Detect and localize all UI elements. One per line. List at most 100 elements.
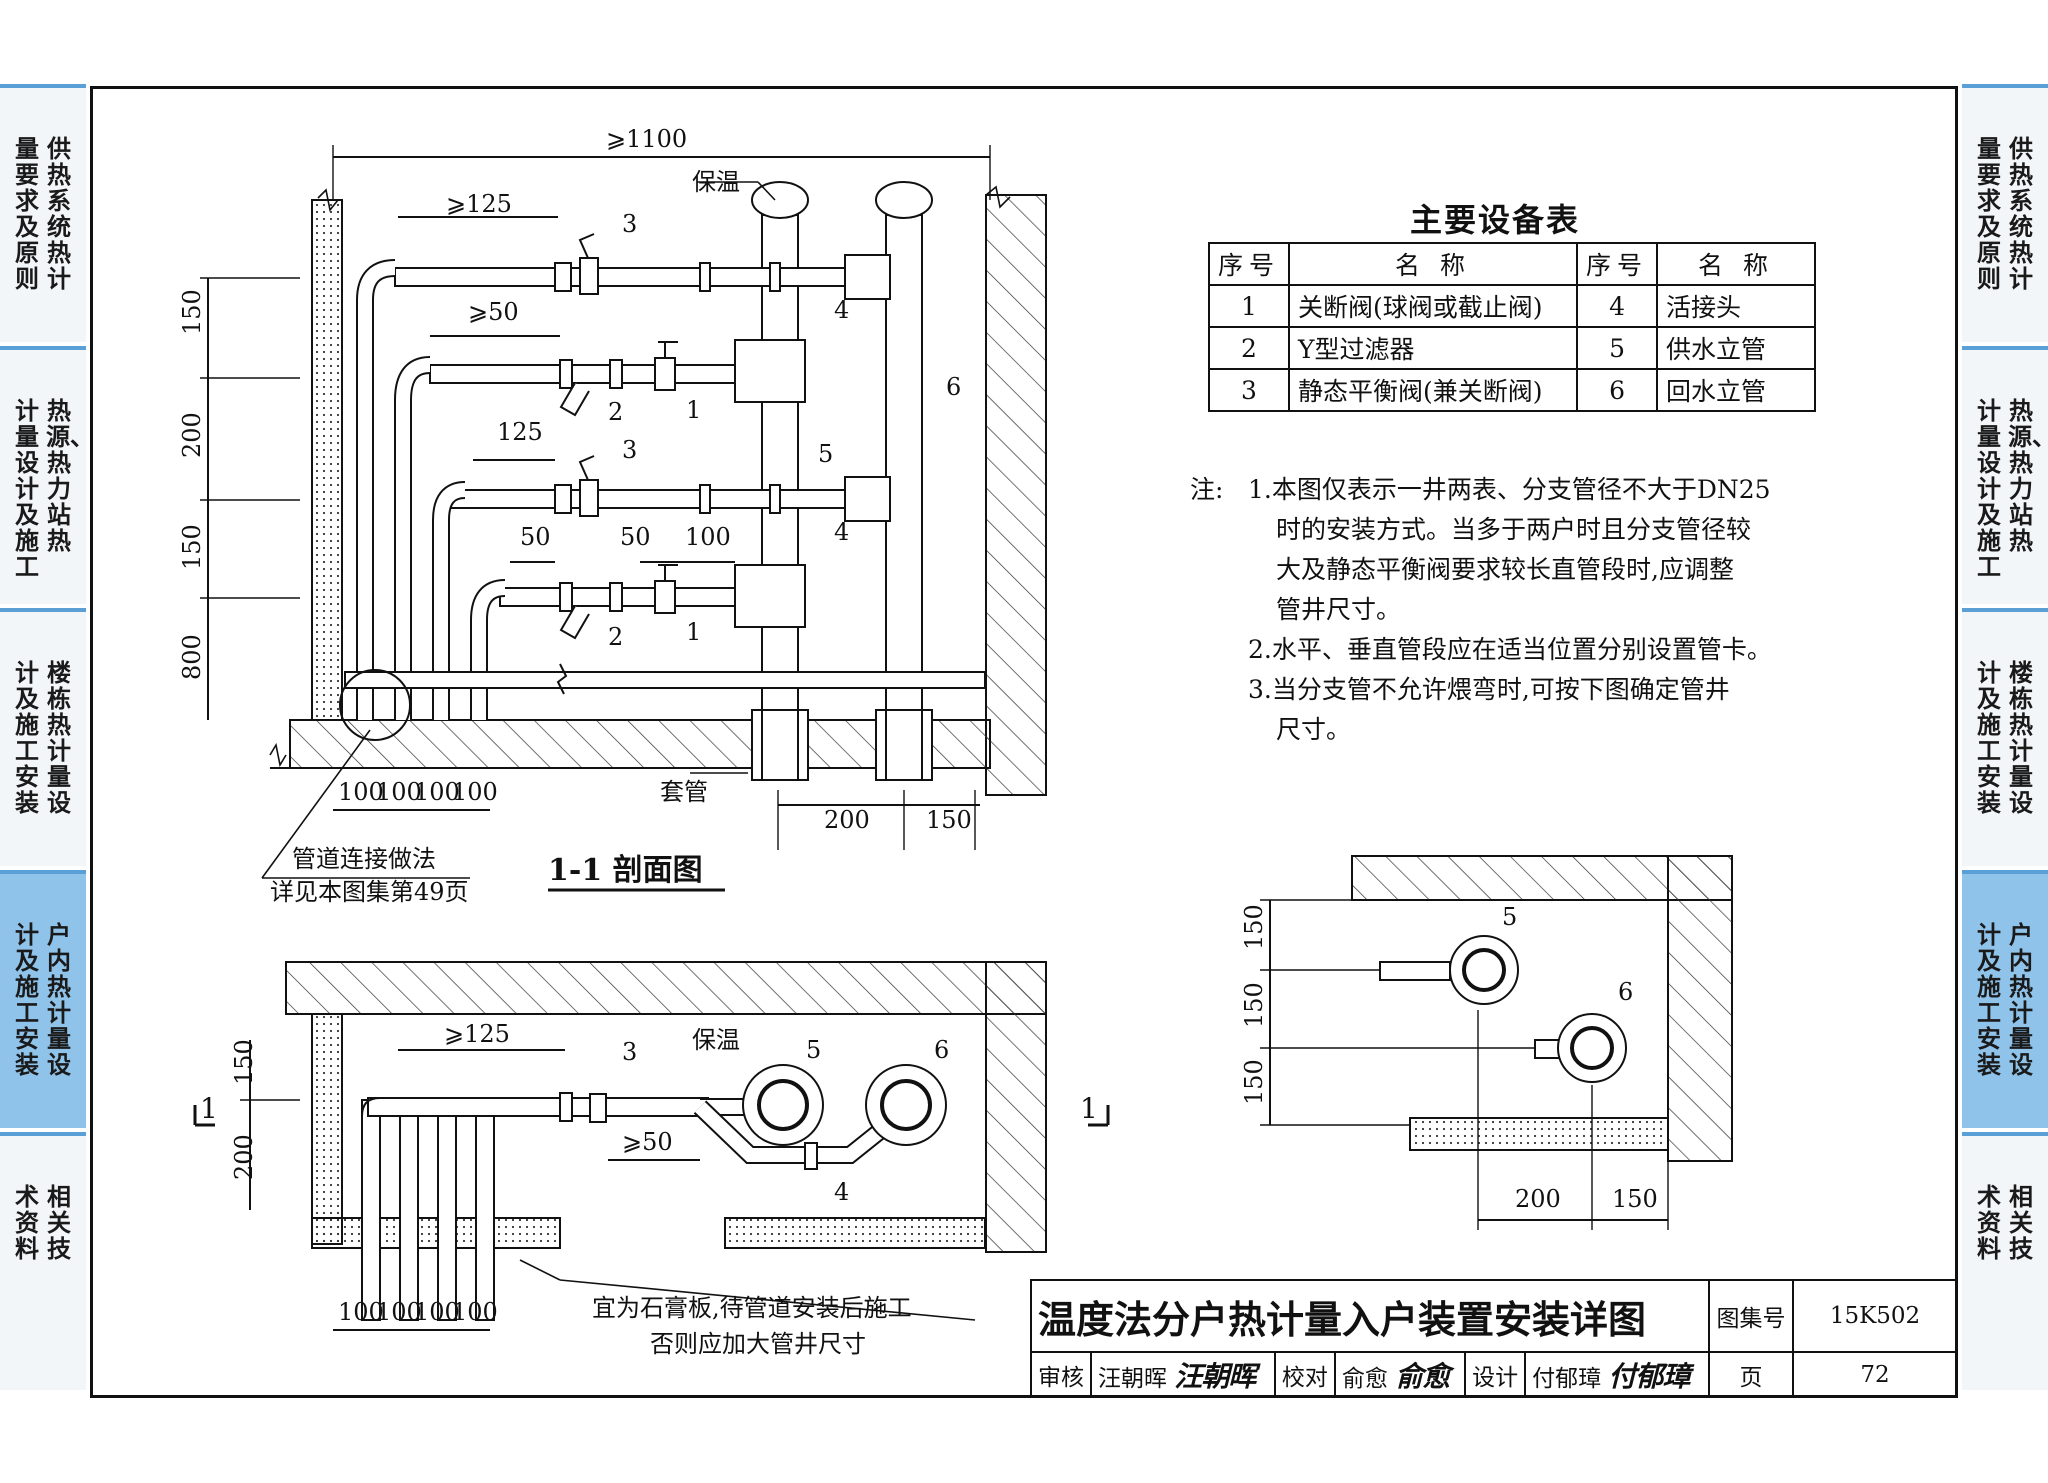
cell-no: 2 — [1207, 326, 1291, 370]
designer-signature: 付郁璋 — [1608, 1359, 1690, 1393]
side-tab-4-right[interactable]: 户内热计量设计及施工安装 — [1962, 870, 2048, 1128]
atlas-number: 15K502 — [1792, 1279, 1958, 1353]
dim-100: 100 — [685, 523, 731, 551]
label-conn-2: 详见本图集第49页 — [270, 878, 469, 906]
section-title: 1-1 剖面图 — [548, 853, 703, 888]
table-row: 1 关断阀(球阀或截止阀) 4 活接头 — [1207, 284, 1817, 328]
side-tab-label-cont: 量要求及原则 — [1977, 135, 2001, 293]
side-tab-4[interactable]: 户内热计量设计及施工安装 — [0, 870, 86, 1128]
cell-no: 3 — [1207, 368, 1291, 412]
plan-left-wall — [311, 1013, 343, 1245]
cell-name: Y型过滤器 — [1288, 326, 1579, 370]
supply-branch-lower — [499, 564, 806, 640]
side-tab-3-right[interactable]: 楼栋热计量设计及施工安装 — [1962, 608, 2048, 866]
note-1: 1.本图仅表示一井两表、分支管径不大于DN25 — [1248, 475, 1771, 504]
v-dim-800: 800 — [178, 634, 206, 680]
callout-3b: 3 — [622, 436, 637, 464]
side-tab-1[interactable]: 供热系统热计量要求及原则 — [0, 84, 86, 342]
design-label: 设计 — [1464, 1351, 1527, 1398]
note-3: 3.当分支管不允许煨弯时,可按下图确定管井 — [1248, 675, 1730, 704]
side-tab-label-cont: 计量设计及施工 — [15, 397, 39, 581]
label-conn-1: 管道连接做法 — [292, 845, 436, 873]
small-h-dim-2: 150 — [1612, 1185, 1658, 1213]
dim-125b: 125 — [497, 418, 543, 446]
side-tab-2[interactable]: 热源、热力站热计量设计及施工 — [0, 346, 94, 604]
insulation-cap-return — [875, 181, 933, 219]
atlas-label: 图集号 — [1708, 1279, 1794, 1353]
cell-no: 4 — [1576, 284, 1659, 328]
reviewer-block: 汪朝晖 汪朝晖 — [1090, 1351, 1276, 1398]
cell-no: 1 — [1207, 284, 1291, 328]
small-callout-6: 6 — [1618, 978, 1633, 1006]
callout-5: 5 — [818, 440, 833, 468]
side-tab-5[interactable]: 相关技术资料 — [0, 1132, 86, 1390]
check-label: 校对 — [1273, 1351, 1336, 1398]
small-v-dim-2: 150 — [1240, 982, 1268, 1028]
dim-125a: ⩾125 — [446, 190, 512, 218]
dim-150: 150 — [926, 806, 972, 834]
floor-slab — [289, 719, 991, 769]
drawing-frame — [90, 86, 1958, 1398]
cell-name: 回水立管 — [1656, 368, 1817, 412]
callout-2b: 2 — [608, 623, 623, 651]
v-dim-150a: 150 — [178, 289, 206, 335]
side-tab-label: 热源、热力站热 — [46, 397, 94, 555]
side-tab-5-right[interactable]: 相关技术资料 — [1962, 1132, 2048, 1390]
header-name: 名 称 — [1288, 242, 1579, 286]
label-sleeve: 套管 — [660, 778, 708, 806]
plan-section-mark-right: 1 — [1080, 1092, 1098, 1125]
side-tab-label: 户内热计量设 — [2009, 921, 2033, 1079]
side-tab-3[interactable]: 楼栋热计量设计及施工安装 — [0, 608, 86, 866]
side-tab-label: 供热系统热计 — [2009, 135, 2033, 293]
side-tab-label: 户内热计量设 — [47, 921, 71, 1079]
small-h-dim-1: 200 — [1515, 1185, 1561, 1213]
cell-no: 5 — [1576, 326, 1659, 370]
bottom-dim-4: 100 — [452, 778, 498, 806]
insulation-cap-supply — [751, 181, 809, 219]
side-tab-label-cont: 术资料 — [1977, 1183, 2001, 1263]
designer-name: 付郁璋 — [1532, 1365, 1602, 1392]
side-tab-1-right[interactable]: 供热系统热计量要求及原则 — [1962, 84, 2048, 342]
supply-branch-upper — [429, 339, 806, 417]
side-tab-label: 供热系统热计 — [47, 135, 71, 293]
callout-3a: 3 — [622, 210, 637, 238]
note-1-line-4: 管井尺寸。 — [1276, 595, 1402, 624]
title-block: 温度法分户热计量入户装置安装详图 图集号 15K502 审核 汪朝晖 汪朝晖 校… — [1030, 1279, 1958, 1398]
side-tab-label: 相关技 — [2009, 1183, 2033, 1263]
table-row: 2 Y型过滤器 5 供水立管 — [1207, 326, 1817, 370]
page-label: 页 — [1708, 1351, 1794, 1398]
side-tab-label-cont: 计及施工安装 — [15, 921, 39, 1079]
left-side-tabs: 供热系统热计量要求及原则 热源、热力站热计量设计及施工 楼栋热计量设计及施工安装… — [0, 84, 94, 1394]
cell-no: 6 — [1576, 368, 1659, 412]
checker-block: 俞愈 俞愈 — [1333, 1351, 1467, 1398]
plan-label-insulation: 保温 — [692, 1026, 740, 1054]
plan-callout-3: 3 — [622, 1038, 637, 1066]
checker-signature: 俞愈 — [1395, 1359, 1450, 1393]
callout-4a: 4 — [834, 296, 849, 324]
sleeve-return — [875, 709, 933, 781]
plan-v-200: 200 — [230, 1134, 258, 1180]
side-tab-label-cont: 计及施工安装 — [1977, 659, 2001, 817]
equipment-table: 序号 名 称 序号 名 称 1 关断阀(球阀或截止阀) 4 活接头 2 Y型过滤… — [1207, 242, 1817, 412]
section-view — [200, 145, 1047, 879]
table-row: 3 静态平衡阀(兼关断阀) 6 回水立管 — [1207, 368, 1817, 412]
small-callout-5: 5 — [1502, 903, 1517, 931]
cell-name: 关断阀(球阀或截止阀) — [1288, 284, 1579, 328]
plan-bottom-dim-1: 100 — [338, 1298, 384, 1326]
callout-1a: 1 — [686, 396, 701, 424]
plan-bottom-dim-2: 100 — [376, 1298, 422, 1326]
callout-4b: 4 — [834, 518, 849, 546]
left-wall — [311, 199, 343, 721]
notes-lead: 注: — [1190, 475, 1224, 504]
plan-dim-125: ⩾125 — [444, 1020, 510, 1048]
plan-v-150: 150 — [230, 1039, 258, 1085]
plan-note-2: 否则应加大管井尺寸 — [650, 1330, 866, 1358]
review-label: 审核 — [1030, 1351, 1092, 1398]
side-tab-label: 楼栋热计量设 — [2009, 659, 2033, 817]
callout-1b: 1 — [686, 618, 701, 646]
plan-bottom-board-left — [311, 1217, 561, 1249]
callout-2a: 2 — [608, 398, 623, 426]
reviewer-name: 汪朝晖 — [1098, 1365, 1167, 1392]
